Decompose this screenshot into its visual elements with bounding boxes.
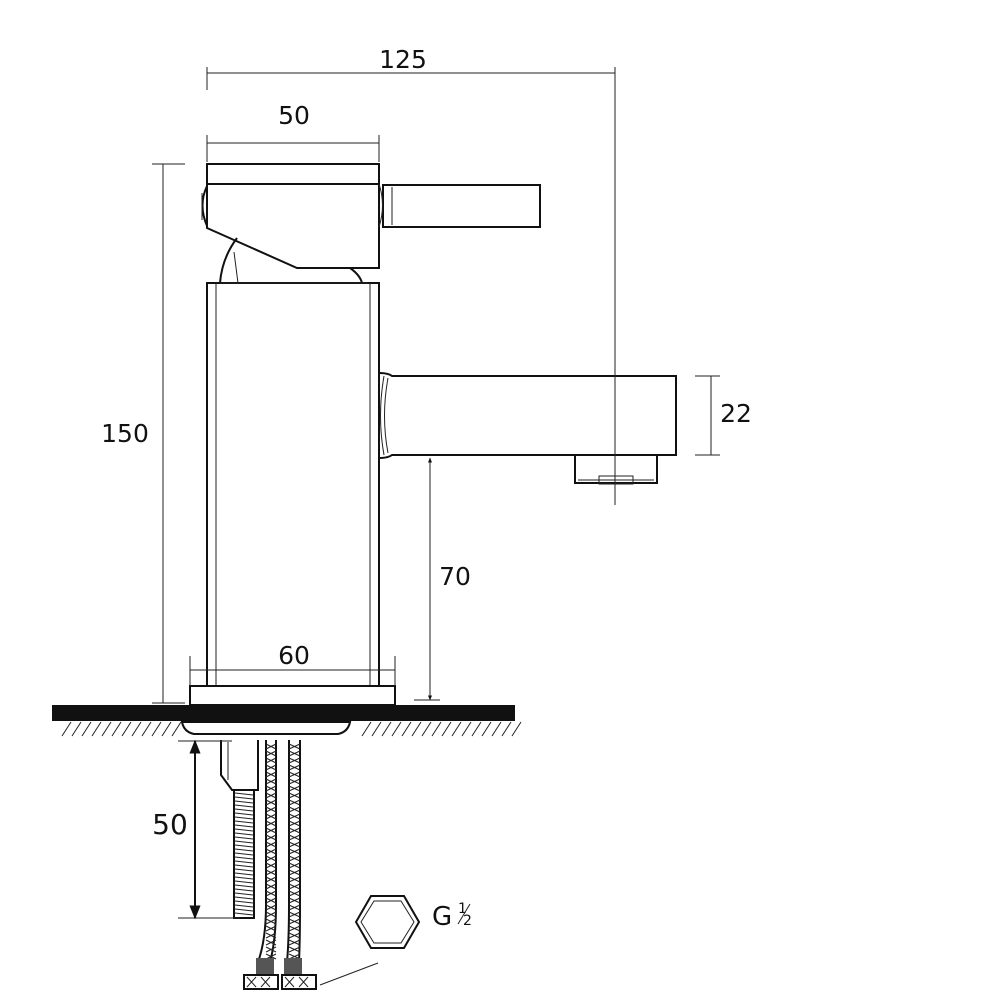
lever-handle (201, 163, 541, 284)
threaded-rod (233, 789, 255, 919)
spout (378, 372, 677, 485)
hose-nuts (243, 974, 317, 990)
dim-lever-width: 50 (278, 101, 310, 130)
aerator (574, 454, 658, 484)
flexible-hoses (257, 740, 301, 963)
dim-tail-length: 50 (152, 808, 188, 841)
dim-spout-clearance: 70 (439, 562, 471, 591)
thread-fraction-denominator: 2 (463, 913, 472, 929)
tail-fittings (220, 740, 379, 990)
dim-base-width: 60 (278, 641, 310, 670)
dim-spout-height: 22 (720, 399, 752, 428)
tap-column (206, 282, 380, 687)
hex-nut-icon (354, 895, 421, 949)
dim-overall-width: 125 (379, 45, 427, 74)
dim-height: 150 (101, 419, 149, 448)
base-plate (189, 685, 396, 706)
dimension-lines (152, 67, 720, 920)
thread-fraction-numerator: 1 (458, 901, 467, 917)
worktop (52, 705, 522, 737)
thread-spec-label: G (432, 902, 452, 932)
tap-body (189, 163, 677, 706)
